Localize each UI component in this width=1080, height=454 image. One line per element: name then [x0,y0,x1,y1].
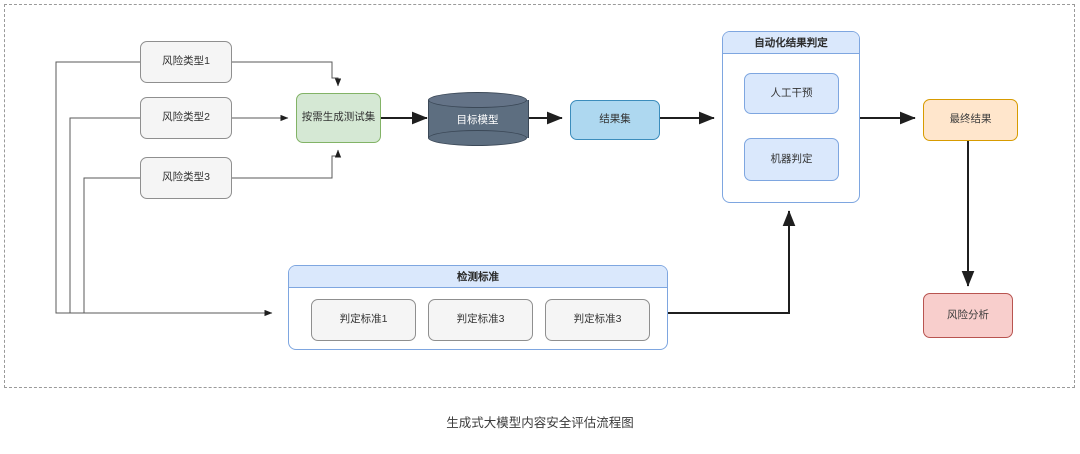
node-label: 判定标准3 [573,313,622,326]
node-label: 风险类型2 [162,111,210,124]
node-criterion-1[interactable]: 判定标准1 [311,299,416,341]
cylinder-bottom [428,130,527,146]
node-label: 结果集 [599,113,631,126]
panel-detection-criteria: 检测标准 判定标准1 判定标准3 判定标准3 [288,265,668,350]
node-label: 判定标准1 [339,313,388,326]
node-generate-test-set[interactable]: 按需生成测试集 [296,93,381,143]
panel-title-automated-judgment: 自动化结果判定 [723,32,859,54]
node-risk-analysis[interactable]: 风险分析 [923,293,1013,338]
node-risk-type-2[interactable]: 风险类型2 [140,97,232,139]
diagram-outer-frame [4,4,1075,388]
panel-automated-judgment: 自动化结果判定 人工干预 机器判定 [722,31,860,203]
node-label: 风险分析 [947,308,989,321]
node-label: 按需生成测试集 [301,111,376,124]
node-machine-judgment[interactable]: 机器判定 [744,138,839,181]
node-risk-type-3[interactable]: 风险类型3 [140,157,232,199]
node-criterion-2[interactable]: 判定标准3 [428,299,533,341]
node-manual-intervention[interactable]: 人工干预 [744,73,839,114]
node-label: 最终结果 [949,113,992,126]
node-label: 判定标准3 [456,313,505,326]
node-label: 机器判定 [770,152,813,165]
node-target-model[interactable]: 目标模型 [428,92,529,146]
node-risk-type-1[interactable]: 风险类型1 [140,41,232,83]
diagram-caption: 生成式大模型内容安全评估流程图 [446,416,634,430]
node-result-set[interactable]: 结果集 [570,100,660,140]
cylinder-top [428,92,527,108]
node-label: 目标模型 [456,113,499,126]
node-criterion-3[interactable]: 判定标准3 [545,299,650,341]
node-final-result[interactable]: 最终结果 [923,99,1018,141]
node-label: 风险类型3 [162,171,210,184]
node-label: 人工干预 [770,86,813,99]
node-label: 风险类型1 [162,55,210,68]
panel-title-detection-criteria: 检测标准 [289,266,667,288]
